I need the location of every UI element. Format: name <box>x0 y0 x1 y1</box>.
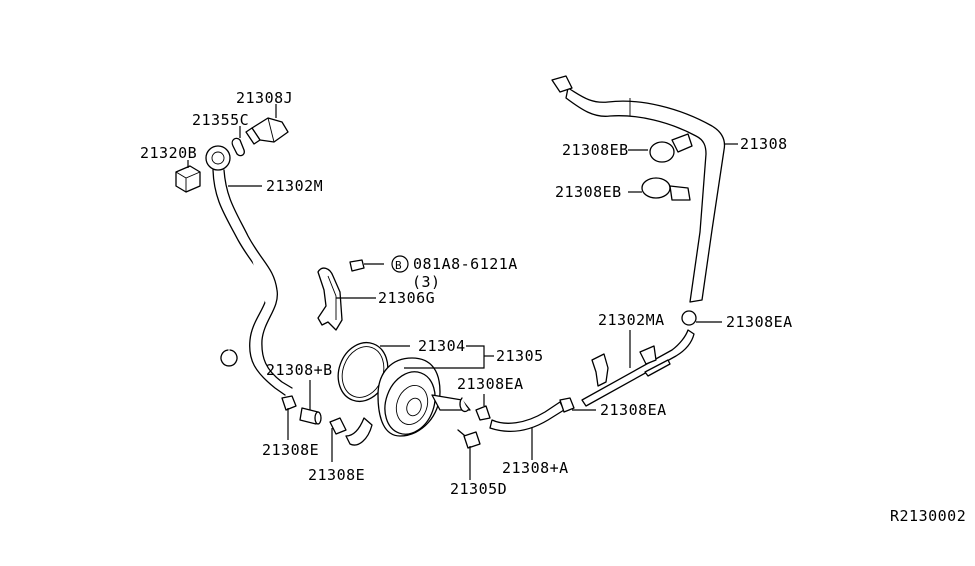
clamp-21308EB-1 <box>649 133 693 163</box>
clamp-21308E-2 <box>329 417 347 435</box>
connector-21308J <box>245 117 289 145</box>
label-081A8-6121A: 081A8-6121A <box>413 255 518 273</box>
reference-code: R2130002 <box>890 507 966 525</box>
clamp-21308EA-1 <box>681 310 697 326</box>
clamp-21308EA-3 <box>559 397 575 413</box>
hose-21308-B <box>299 407 322 425</box>
label-21302M: 21302M <box>266 177 323 195</box>
hose-21308-A <box>489 401 565 432</box>
label-21355C: 21355C <box>192 111 249 129</box>
cap-21320B <box>175 165 201 193</box>
label-21305: 21305 <box>496 347 544 365</box>
label-21305D: 21305D <box>450 480 507 498</box>
hose-21302M <box>205 145 293 396</box>
leader-lines <box>187 104 738 480</box>
label-081A8-qty: (3) <box>412 273 441 291</box>
label-21308EB-2: 21308EB <box>555 183 622 201</box>
bolt-21305D <box>457 429 481 449</box>
marker-b: B <box>395 259 402 272</box>
clamp-21308E-1 <box>281 395 297 411</box>
label-21308EA-1: 21308EA <box>726 313 793 331</box>
bolt-081A8-6121A <box>349 259 384 272</box>
washer-21355C <box>231 137 245 157</box>
label-21308J: 21308J <box>236 89 293 107</box>
clamp-21308EB-2 <box>641 177 691 201</box>
label-21308: 21308 <box>740 135 788 153</box>
label-21306G: 21306G <box>378 289 435 307</box>
cooler-pipe <box>345 417 373 446</box>
hose-21308 <box>551 75 726 303</box>
label-21308EB-1: 21308EB <box>562 141 629 159</box>
label-21304: 21304 <box>418 337 466 355</box>
label-21320B: 21320B <box>140 144 197 162</box>
bracket-21306G <box>317 267 343 331</box>
label-21308EA-3: 21308EA <box>600 401 667 419</box>
pipe-21302MA <box>581 329 695 407</box>
label-21308EA-2: 21308EA <box>457 375 524 393</box>
label-21308-B: 21308+B <box>266 361 333 379</box>
clamp-21308EA-2 <box>475 405 491 421</box>
callout-b-marker: B <box>391 255 409 273</box>
oil-cooler-21305 <box>377 357 471 437</box>
label-21308E-1: 21308E <box>262 441 319 459</box>
label-21302MA: 21302MA <box>598 311 665 329</box>
label-21308-A: 21308+A <box>502 459 569 477</box>
label-21308E-2: 21308E <box>308 466 365 484</box>
